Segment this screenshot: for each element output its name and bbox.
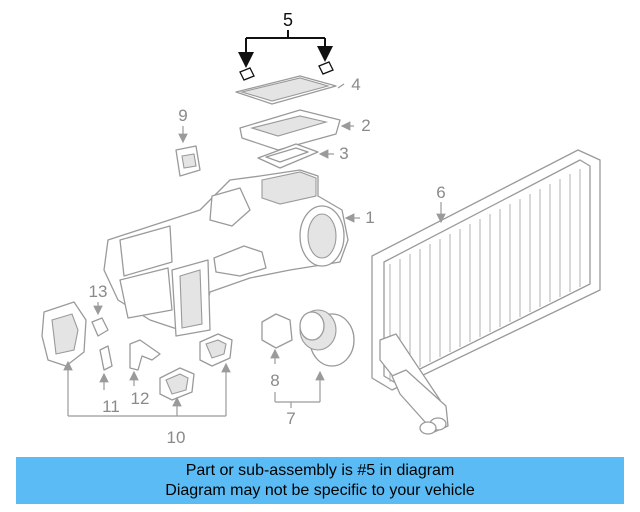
notice-line-1: Part or sub-assembly is #5 in diagram <box>185 461 455 479</box>
callout-5: 5 <box>283 10 293 30</box>
part-11-sensor <box>99 345 113 390</box>
callout-13: 13 <box>89 282 108 301</box>
callout-6: 6 <box>436 183 445 202</box>
callout-1: 1 <box>365 208 374 227</box>
callout-12: 12 <box>131 389 150 408</box>
heater-core-fins <box>389 169 581 382</box>
callout-10: 10 <box>167 428 186 447</box>
callout-3: 3 <box>339 144 348 163</box>
callout-4: 4 <box>351 75 360 94</box>
part-9-switch <box>175 126 201 177</box>
group-7-bracket <box>274 370 325 408</box>
actuator-right <box>199 333 233 367</box>
callout-7: 7 <box>286 409 295 428</box>
callout-2: 2 <box>361 116 370 135</box>
actuator-left <box>41 301 87 367</box>
part-3-gasket <box>257 143 334 169</box>
callout-11: 11 <box>102 397 120 416</box>
part-5-clips <box>238 30 334 81</box>
callout-8: 8 <box>270 371 279 390</box>
group-10-bracket <box>63 360 231 417</box>
notice-line-2: Diagram may not be specific to your vehi… <box>165 481 475 499</box>
parts-diagram: 5 4 2 3 9 1 <box>41 10 601 447</box>
part-1-heater-case <box>103 169 360 337</box>
notice-banner: Part or sub-assembly is #5 in diagram Di… <box>16 457 624 504</box>
part-2-housing <box>239 109 354 151</box>
blower-motor <box>299 309 355 367</box>
part-6-heater-core <box>371 149 601 435</box>
part-12-sensor <box>129 339 161 386</box>
part-13-clip <box>91 302 109 337</box>
callout-9: 9 <box>178 106 187 125</box>
part-4-filter <box>235 75 345 105</box>
part-8-resistor <box>261 313 293 364</box>
actuator-middle <box>159 367 195 401</box>
